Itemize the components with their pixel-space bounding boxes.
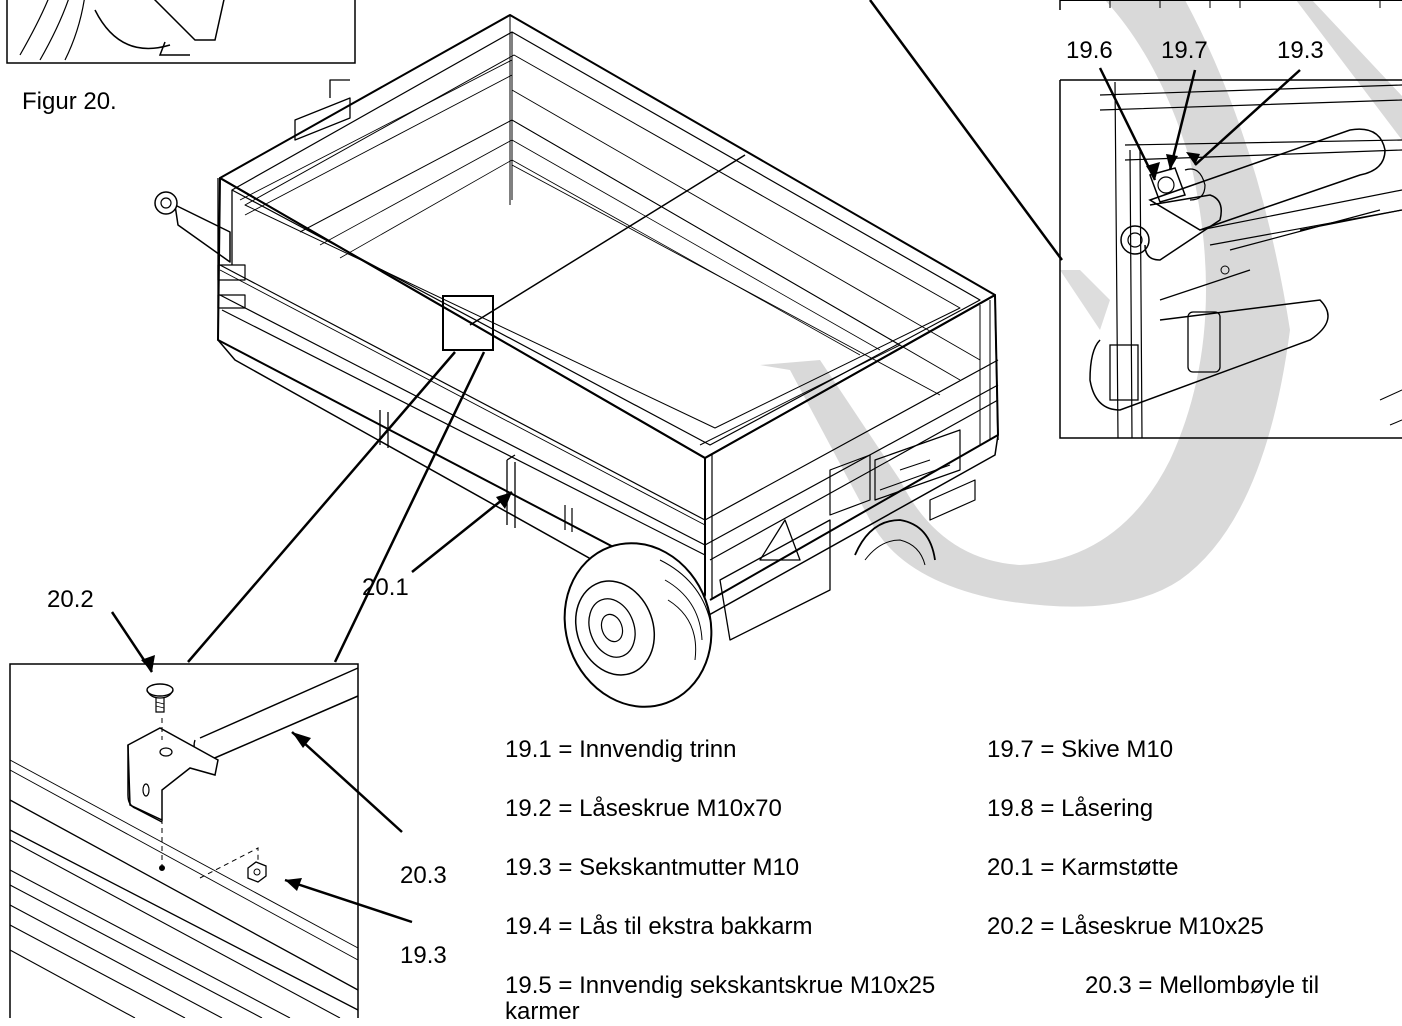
- legend-item: 19.5 = Innvendig sekskantskrue M10x25: [505, 972, 936, 999]
- legend-row: 19.8 = Låsering: [987, 795, 1153, 823]
- legend-item: karmer: [505, 998, 580, 1025]
- legend-row: 19.5 = Innvendig sekskantskrue M10x25: [505, 972, 935, 1000]
- legend-row: 19.1 = Innvendig trinn: [505, 736, 737, 764]
- legend-item: 19.8 = Låsering: [987, 795, 1154, 822]
- legend-item: 19.4 = Lås til ekstra bakkarm: [505, 913, 813, 940]
- leader-inset-top-right: [868, 0, 1064, 261]
- legend-item: 19.3 = Sekskantmutter M10: [505, 854, 800, 881]
- trailer-body: [154, 14, 999, 708]
- legend-item: 20.2 = Låseskrue M10x25: [987, 913, 1264, 940]
- callout-20-3: 20.3: [400, 862, 447, 889]
- legend-item: 20.1 = Karmstøtte: [987, 854, 1179, 881]
- leader-20-1: [411, 491, 513, 573]
- detail-highlight-box: [442, 295, 494, 351]
- leader-20-3: [291, 731, 403, 833]
- legend-row: 19.7 = Skive M10: [987, 736, 1173, 764]
- figure-caption: Figur 20.: [22, 88, 117, 115]
- leader-19-6: [1098, 67, 1157, 181]
- top-right-inset: [1059, 0, 1402, 439]
- legend-row: 20.3 = Mellombøyle til: [1085, 972, 1319, 1000]
- callout-20-2: 20.2: [47, 586, 94, 613]
- leader-arrowheads: [141, 152, 1200, 891]
- callout-19-3-bottom: 19.3: [400, 942, 447, 969]
- legend-row-continuation: karmer: [505, 998, 580, 1026]
- callout-20-1: 20.1: [362, 574, 409, 601]
- legend-item: 19.1 = Innvendig trinn: [505, 736, 737, 763]
- bottom-left-inset: [9, 663, 359, 1018]
- legend-item: 19.7 = Skive M10: [987, 736, 1174, 763]
- legend-row: 20.1 = Karmstøtte: [987, 854, 1178, 882]
- leader-inset-bottom-2: [333, 351, 486, 663]
- leader-lines: [110, 0, 1301, 924]
- leader-19-7: [1168, 69, 1197, 171]
- leader-19-3-top: [1194, 69, 1301, 166]
- callout-19-7: 19.7: [1161, 37, 1208, 64]
- legend-item: 20.3 = Mellombøyle til: [1085, 972, 1320, 999]
- legend-row: 19.2 = Låseskrue M10x70: [505, 795, 782, 823]
- callout-19-6: 19.6: [1066, 37, 1113, 64]
- legend-row: 19.3 = Sekskantmutter M10: [505, 854, 799, 882]
- legend-item: 19.2 = Låseskrue M10x70: [505, 795, 782, 822]
- legend-row: 20.2 = Låseskrue M10x25: [987, 913, 1264, 941]
- leader-19-3-bottom: [284, 878, 413, 924]
- watermark-logo: [760, 0, 1402, 607]
- legend-row: 19.4 = Lås til ekstra bakkarm: [505, 913, 812, 941]
- top-left-inset: [6, 0, 356, 64]
- leader-inset-bottom-1: [187, 351, 456, 663]
- callout-19-3-top: 19.3: [1277, 37, 1324, 64]
